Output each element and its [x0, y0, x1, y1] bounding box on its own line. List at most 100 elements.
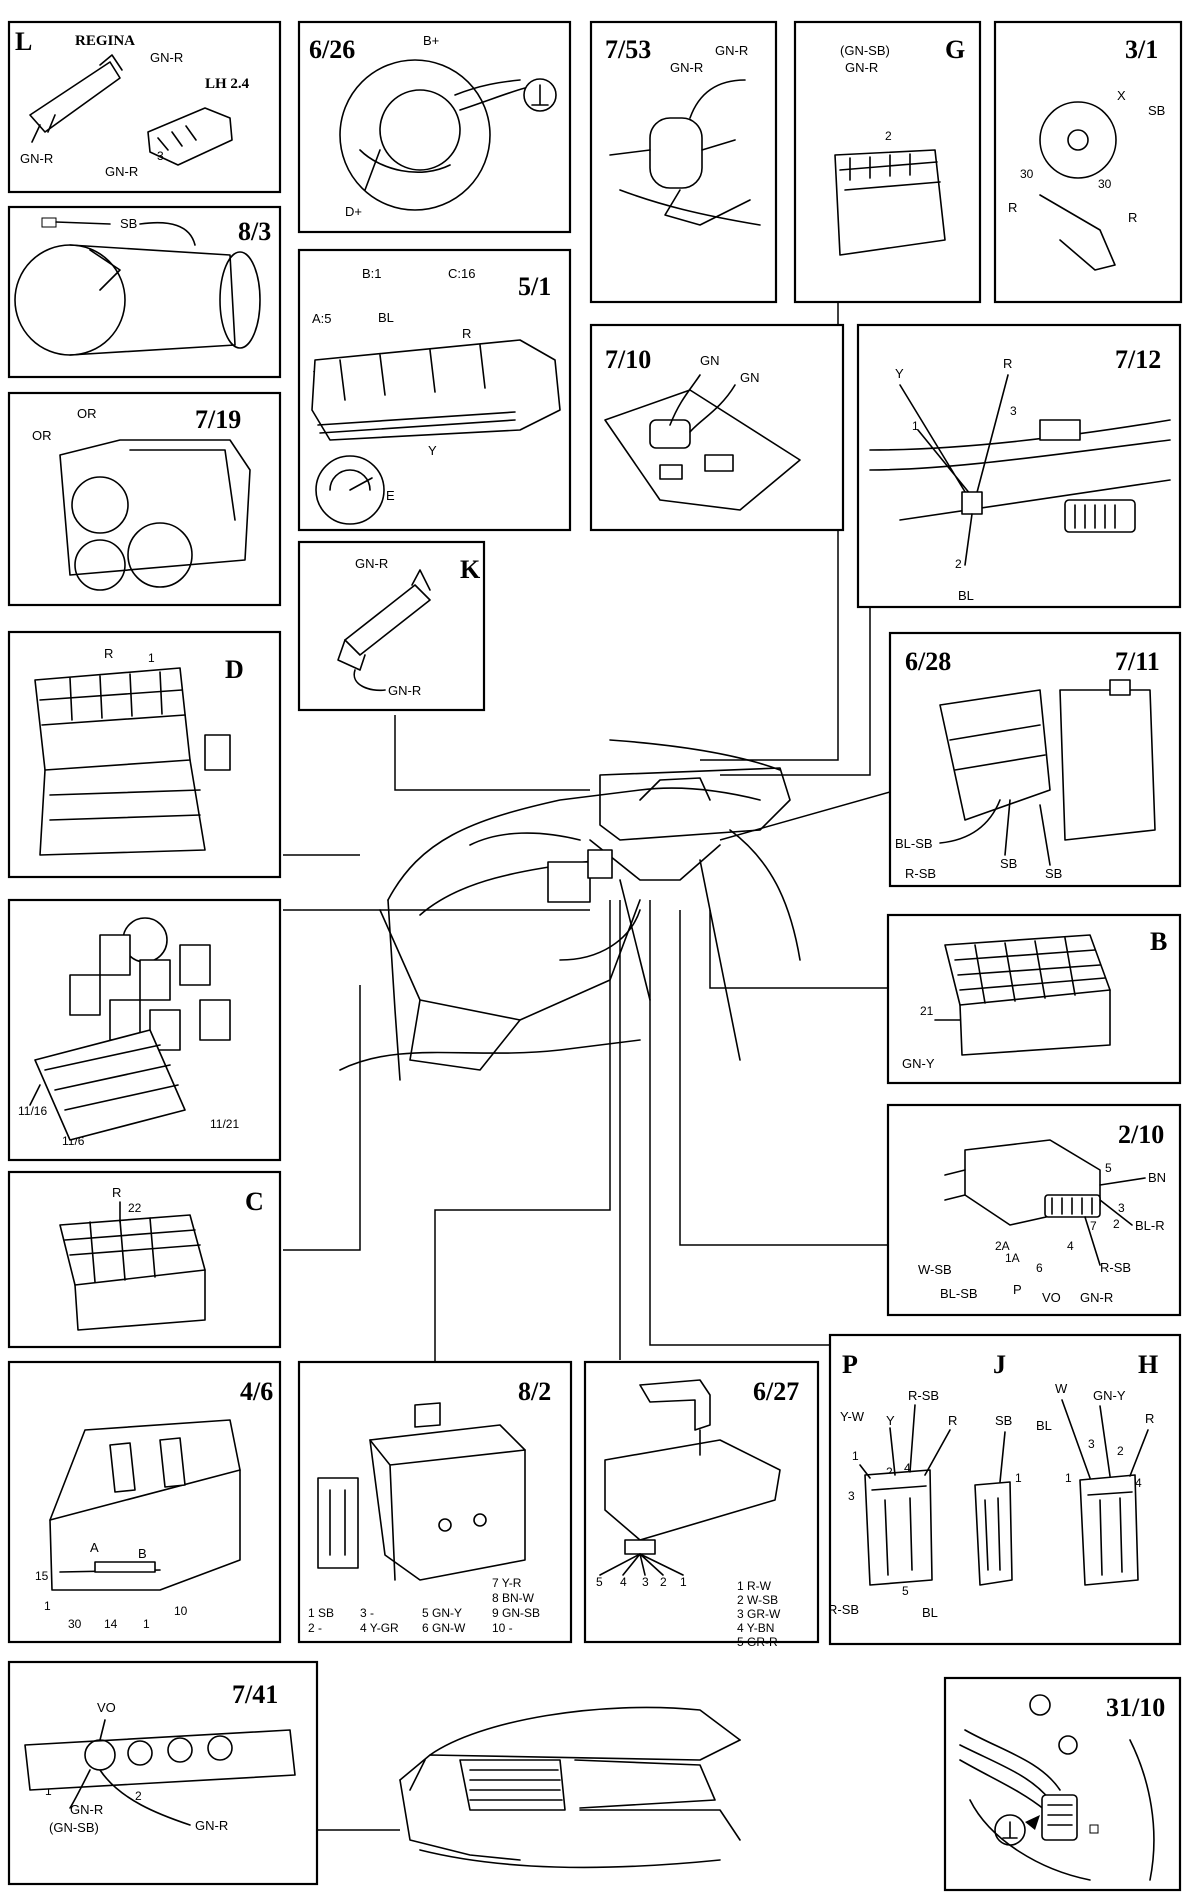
diagram-label: 5 [1105, 1161, 1112, 1175]
diagram-label: 4 Y-BN [737, 1621, 774, 1635]
diagram-label: Y [428, 443, 437, 458]
diagram-label: 2A [995, 1239, 1010, 1253]
diagram-label: BL-SB [895, 836, 933, 851]
panel-relay-box: 11/16 11/6 11/21 [7, 898, 282, 1162]
diagram-label: R-SB [905, 866, 936, 881]
panel-P-J-H: P J H Y-W Y R-SB R 1 2 4 6 3 5 R-SB BL S… [828, 1333, 1182, 1646]
diagram-label: BL [378, 310, 394, 325]
diagram-label: BL-R [1135, 1218, 1165, 1233]
diagram-label: 3/1 [1125, 35, 1158, 64]
diagram-label: 7/10 [605, 345, 651, 374]
panel-6-26: 6/26 B+ D+ [297, 20, 572, 234]
diagram-label: 4/6 [240, 1377, 273, 1406]
diagram-label: 4 [1067, 1239, 1074, 1253]
diagram-label: OR [32, 428, 52, 443]
diagram-label: 1 [143, 1617, 150, 1631]
diagram-label: GN-R [195, 1818, 228, 1833]
diagram-label: SB [1148, 103, 1165, 118]
diagram-label: C:16 [448, 266, 475, 281]
diagram-label: 1 [1015, 1471, 1022, 1485]
diagram-label: 7 [1090, 1219, 1097, 1233]
diagram-label: 7/12 [1115, 345, 1161, 374]
diagram-label: 6/28 [905, 647, 951, 676]
diagram-label: 4 [904, 1461, 911, 1475]
diagram-label: 1 [680, 1575, 687, 1589]
diagram-label: 22 [128, 1201, 142, 1215]
diagram-label: W-SB [918, 1262, 952, 1277]
panel-6-28-7-11: 6/28 7/11 BL-SB R-SB SB SB [888, 631, 1182, 888]
dashboard-overview-drawing [339, 739, 801, 1081]
diagram-label: 2 [1117, 1444, 1124, 1458]
diagram-label: GN-R [845, 60, 878, 75]
panel-5-1: 5/1 A:5 B:1 C:16 BL W R Y E [297, 248, 572, 532]
diagram-label: 30 [68, 1617, 82, 1631]
panel-3-1: 3/1 X SB 30 30 R R [993, 20, 1183, 304]
diagram-label: R [1128, 210, 1137, 225]
diagram-label: 3 [1010, 404, 1017, 418]
diagram-label: 2 [885, 129, 892, 143]
diagram-label: R [462, 326, 471, 341]
diagram-label: C [245, 1187, 264, 1216]
diagram-label: 1 R-W [737, 1579, 772, 1593]
diagram-label: 3 [1118, 1201, 1125, 1215]
panel-7-10: 7/10 GN GN [589, 323, 845, 532]
diagram-label: 10 - [492, 1621, 513, 1635]
diagram-label: 7/19 [195, 405, 241, 434]
diagram-label: Y-W [840, 1409, 865, 1424]
diagram-label: 8 BN-W [492, 1591, 535, 1605]
diagram-label: REGINA [75, 33, 135, 49]
diagram-label: 2 [135, 1789, 142, 1803]
diagram-label: B [1150, 927, 1167, 956]
diagram-label: GN [700, 353, 720, 368]
diagram-label: 8/2 [518, 1377, 551, 1406]
diagram-label: 14 [104, 1617, 118, 1631]
diagram-label: 6 GN-W [422, 1621, 466, 1635]
diagram-label: J [993, 1350, 1006, 1379]
diagram-label: D+ [345, 204, 362, 219]
diagram-label: GN-Y [1093, 1388, 1126, 1403]
diagram-label: 11/21 [210, 1117, 239, 1131]
diagram-label: K [460, 555, 481, 584]
diagram-label: 31/10 [1106, 1693, 1165, 1722]
diagram-label: 6 [1036, 1261, 1043, 1275]
diagram-label: 1 [852, 1449, 859, 1463]
diagram-label: B:1 [362, 266, 382, 281]
diagram-label: 2 - [308, 1621, 322, 1635]
diagram-label: H [1138, 1350, 1158, 1379]
diagram-label: GN-R [1080, 1290, 1113, 1305]
diagram-label: GN [740, 370, 760, 385]
diagram-label: R-SB [828, 1602, 859, 1617]
diagram-label: BN [1148, 1170, 1166, 1185]
diagram-label: B [138, 1546, 147, 1561]
diagram-label: SB [995, 1413, 1012, 1428]
panel-B: B 21 GN-Y [886, 913, 1182, 1085]
diagram-label: 9 GN-SB [492, 1606, 540, 1620]
diagram-label: 4 Y-GR [360, 1621, 399, 1635]
diagram-label: R [1008, 200, 1017, 215]
diagram-label: G [945, 35, 965, 64]
diagram-label: 2 W-SB [737, 1593, 778, 1607]
diagram-label: 11/16 [18, 1104, 47, 1118]
diagram-label: P [1013, 1282, 1022, 1297]
diagram-label: GN-Y [902, 1056, 935, 1071]
panel-D: D R 1 [7, 630, 282, 879]
diagram-label: GN-R [715, 43, 748, 58]
panel-2-10: 2/10 BN BL-R R-SB GN-R VO P BL-SB W-SB 5… [886, 1103, 1182, 1317]
diagram-label: R-SB [908, 1388, 939, 1403]
car-front-drawing [399, 1706, 741, 1869]
diagram-label: SB [1000, 856, 1017, 871]
diagram-label: 4 [1135, 1476, 1142, 1490]
diagram-label: R [1145, 1411, 1154, 1426]
diagram-label: R [112, 1185, 121, 1200]
diagram-label: Y [886, 1413, 895, 1428]
diagram-label: GN-R [355, 556, 388, 571]
diagram-label: 30 [1098, 177, 1112, 191]
diagram-label: D [225, 655, 244, 684]
diagram-label: GN-R [105, 164, 138, 179]
panel-8-3: 8/3 SB [7, 205, 282, 379]
diagram-label: BL [922, 1605, 938, 1620]
panel-7-41: 7/41 VO 1 2 GN-R (GN-SB) GN-R [7, 1660, 319, 1886]
panel-7-12: 7/12 Y R 1 3 2 BL [856, 323, 1182, 609]
diagram-label: Y [895, 366, 904, 381]
diagram-label: 1A [1005, 1251, 1020, 1265]
